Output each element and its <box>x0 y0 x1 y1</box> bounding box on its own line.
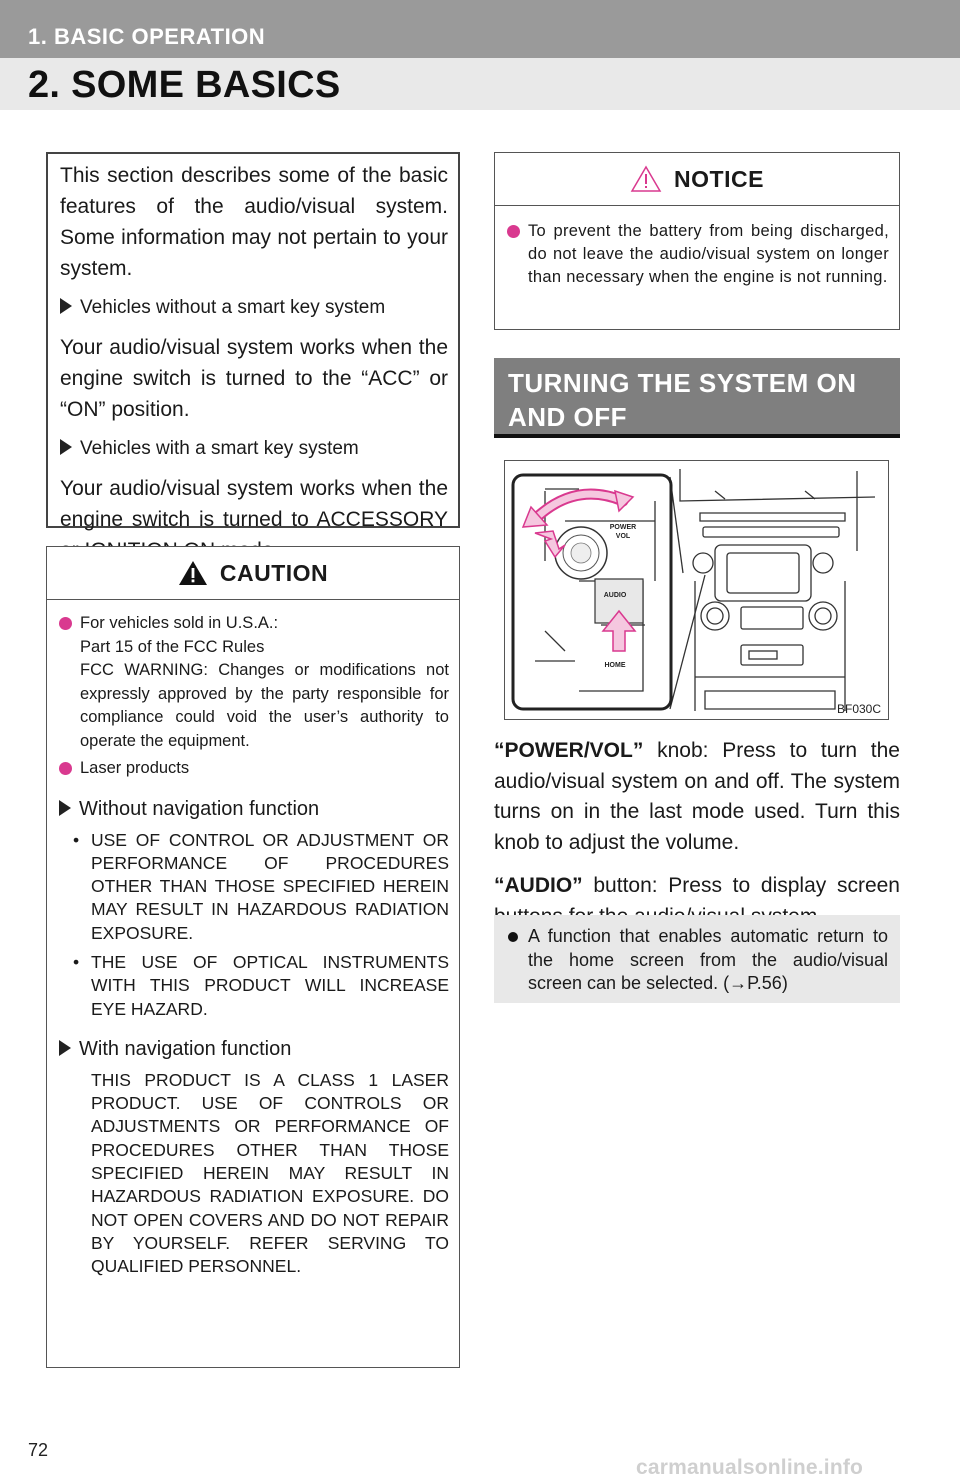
figure-label-audio: AUDIO <box>604 592 627 599</box>
section-turning-system: TURNING THE SYSTEM ON AND OFF <box>494 358 900 438</box>
watermark: carmanualsonline.info <box>636 1456 864 1479</box>
dashboard-illustration: POWER VOL AUDIO HOME BF030C <box>504 460 889 720</box>
bullet-icon <box>59 617 72 630</box>
section-heading: TURNING THE SYSTEM ON AND OFF <box>508 368 857 432</box>
dashboard-drawing: POWER VOL AUDIO HOME BF030C <box>511 469 881 716</box>
caution-header: CAUTION <box>47 547 459 600</box>
intro-paragraph: Your audio/visual system works when the … <box>60 336 448 421</box>
intro-box: This section describes some of the basic… <box>46 152 460 562</box>
notice-text: To prevent the battery from being discha… <box>528 222 889 286</box>
arrow-icon <box>60 439 72 455</box>
chapter-header-bar: 1. BASIC OPERATION <box>0 0 960 58</box>
notice-warning-icon <box>630 165 662 192</box>
power-vol-key: “POWER/VOL” <box>494 739 644 762</box>
bullet-icon <box>508 932 518 942</box>
audio-key: “AUDIO” <box>494 874 583 897</box>
condition-label: Vehicles without a smart key system <box>80 297 386 318</box>
bullet-icon <box>59 762 72 775</box>
arrow-icon <box>60 298 72 314</box>
with-nav-label: With navigation function <box>79 1037 292 1060</box>
list-item: • USE OF CONTROL OR ADJUSTMENT OR PERFOR… <box>73 829 449 945</box>
caution-fcc-text: For vehicles sold in U.S.A.: Part 15 of … <box>80 614 449 750</box>
notice-item: To prevent the battery from being discha… <box>507 220 889 289</box>
info-note: A function that enables automatic return… <box>494 915 900 1003</box>
with-nav-text: THIS PRODUCT IS A CLASS 1 LASER PRODUCT.… <box>91 1069 449 1277</box>
section-title: 2. SOME BASICS <box>28 64 341 106</box>
list-item: • THE USE OF OPTICAL INSTRUMENTS WITH TH… <box>73 951 449 1021</box>
caution-item-fcc: For vehicles sold in U.S.A.: Part 15 of … <box>59 612 449 753</box>
power-vol-description: “POWER/VOL” knob: Press to turn the audi… <box>494 736 900 858</box>
figure-label-vol: VOL <box>616 533 631 540</box>
info-note-text: A function that enables automatic return… <box>528 926 888 993</box>
condition-no-smart-key: Vehicles without a smart key system <box>60 294 448 322</box>
caution-box: CAUTION For vehicles sold in U.S.A.: Par… <box>46 546 460 1368</box>
power-vol-text: knob: Press to turn the audio/visual sys… <box>494 739 900 854</box>
figure-label-home: HOME <box>605 662 626 669</box>
caution-item-laser: Laser products <box>59 757 449 781</box>
page-number: 72 <box>28 1440 49 1460</box>
caution-laser-text: Laser products <box>80 759 190 777</box>
condition-smart-key: Vehicles with a smart key system <box>60 435 448 463</box>
without-nav-item: THE USE OF OPTICAL INSTRUMENTS WITH THIS… <box>91 951 449 1019</box>
without-nav-item: USE OF CONTROL OR ADJUSTMENT OR PERFORMA… <box>91 829 449 943</box>
figure-code: BF030C <box>837 702 881 716</box>
figure-label-power: POWER <box>610 524 636 531</box>
arrow-icon <box>59 799 71 816</box>
bullet-icon <box>507 225 520 238</box>
warning-icon <box>178 561 207 585</box>
notice-box: NOTICE To prevent the battery from being… <box>494 152 900 330</box>
caution-title: CAUTION <box>219 559 329 586</box>
without-nav-heading: Without navigation function <box>59 795 449 823</box>
with-nav-heading: With navigation function <box>59 1035 449 1063</box>
condition-label: Vehicles with a smart key system <box>80 438 359 459</box>
section-header-bar: 2. SOME BASICS <box>0 58 960 110</box>
description: “POWER/VOL” knob: Press to turn the audi… <box>494 736 900 945</box>
without-nav-label: Without navigation function <box>79 797 320 820</box>
notice-header: NOTICE <box>495 153 899 206</box>
intro-paragraph: This section describes some of the basic… <box>60 164 448 280</box>
chapter-title: 1. BASIC OPERATION <box>28 24 266 49</box>
arrow-icon <box>59 1039 71 1056</box>
notice-title: NOTICE <box>674 165 764 192</box>
